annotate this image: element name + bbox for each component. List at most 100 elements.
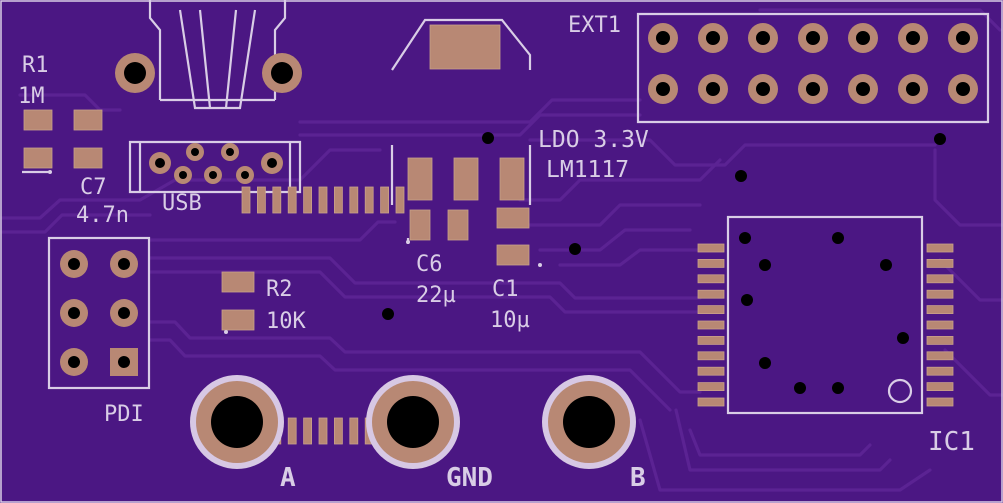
pad-gnd-label: GND: [446, 463, 493, 493]
via-icon: [735, 170, 747, 182]
qfp-pin: [349, 186, 359, 214]
r1-value-label: 1M: [18, 84, 45, 109]
capacitor-c6: C6 22µ: [406, 209, 469, 308]
via-icon: [741, 294, 753, 306]
qfp-pin: [926, 243, 954, 253]
resistor-r1: R1 1M: [18, 53, 103, 131]
c7-value-label: 4.7n: [76, 203, 129, 228]
pdi-label: PDI: [104, 402, 144, 427]
qfp-pin: [318, 417, 328, 445]
ic1-label: IC1: [928, 427, 975, 457]
qfp-pin: [926, 305, 954, 315]
via-icon: [832, 232, 844, 244]
via-icon: [934, 133, 946, 145]
qfp-pin: [697, 258, 725, 268]
qfp-pin: [287, 186, 297, 214]
qfp-pin: [272, 186, 282, 214]
smd-pad-icon: [407, 157, 433, 201]
smd-pad-icon: [453, 157, 479, 201]
pad-a: A: [190, 375, 296, 493]
copper-traces: [0, 8, 1003, 492]
r1-name-label: R1: [22, 53, 49, 78]
ext1-header: EXT1: [568, 12, 990, 124]
qfp-pin: [697, 289, 725, 299]
pad-b-label: B: [630, 463, 646, 493]
qfp-pin: [926, 397, 954, 407]
qfp-pin: [318, 186, 328, 214]
via-icon: [897, 332, 909, 344]
via-icon: [759, 259, 771, 271]
pad-b: B: [542, 375, 646, 493]
ext1-label: EXT1: [568, 13, 621, 38]
qfp-pin: [926, 366, 954, 376]
smd-pad-icon: [496, 244, 530, 266]
resistor-r2: R2 10K: [221, 271, 306, 334]
qfp-pin: [287, 417, 297, 445]
qfp-pin: [697, 397, 725, 407]
c7-name-label: C7: [80, 175, 107, 200]
qfp-pin: [926, 289, 954, 299]
r2-name-label: R2: [266, 277, 293, 302]
smd-pad-icon: [221, 309, 255, 331]
qfp-pin: [241, 186, 251, 214]
qfp-pin: [926, 258, 954, 268]
pad-a-label: A: [280, 463, 296, 493]
ldo-label-line1: LDO 3.3V: [538, 127, 649, 153]
pad-gnd: GND: [366, 375, 493, 493]
smd-pad-icon: [73, 147, 103, 169]
qfp-pin: [303, 186, 313, 214]
smd-pad-icon: [499, 157, 525, 201]
qfp-pin: [697, 274, 725, 284]
header-pin-icon: [60, 250, 138, 376]
via-icon: [880, 259, 892, 271]
qfp-pin: [364, 186, 374, 214]
smd-pad-icon: [23, 147, 53, 169]
qfp-pin: [697, 382, 725, 392]
usb-label: USB: [162, 191, 202, 216]
qfp-pin: [333, 417, 343, 445]
smd-pad-icon: [221, 271, 255, 293]
qfp-pin: [256, 186, 266, 214]
via-icon: [739, 232, 751, 244]
smd-pad-icon: [447, 209, 469, 241]
ldo-regulator: LDO 3.3V LM1117: [390, 18, 649, 205]
smd-pad-icon: [409, 209, 431, 241]
qfp-pin: [697, 351, 725, 361]
qfp-pin: [697, 335, 725, 345]
qfp-pin: [380, 186, 390, 214]
c6-name-label: C6: [416, 252, 443, 277]
c1-value-label: 10µ: [490, 308, 530, 333]
smd-pad-icon: [23, 109, 53, 131]
qfp-pin: [395, 186, 405, 214]
qfp-pin: [926, 274, 954, 284]
usb-connector-icon: [128, 0, 302, 194]
vias: [382, 132, 946, 394]
qfp-pin: [303, 417, 313, 445]
smd-pad-icon: [73, 109, 103, 131]
via-icon: [382, 308, 394, 320]
qfp-pin: [697, 305, 725, 315]
capacitor-c7: C7 4.7n: [22, 147, 129, 228]
header-pin-icon: [648, 23, 978, 104]
via-icon: [832, 382, 844, 394]
c6-value-label: 22µ: [416, 283, 456, 308]
qfp-pin: [697, 243, 725, 253]
capacitor-c1: C1 10µ: [490, 207, 542, 333]
r2-value-label: 10K: [266, 309, 306, 334]
qfp-pin: [926, 382, 954, 392]
c1-name-label: C1: [492, 277, 519, 302]
via-icon: [794, 382, 806, 394]
usb-connector: USB: [115, 0, 302, 216]
usb-pins: [174, 143, 254, 184]
pdi-header: PDI: [47, 236, 151, 427]
qfp-pin: [349, 417, 359, 445]
via-icon: [482, 132, 494, 144]
smd-pad-icon: [429, 24, 501, 70]
qfp-pin: [926, 351, 954, 361]
smd-pad-icon: [496, 207, 530, 229]
qfp-pin: [926, 335, 954, 345]
via-icon: [759, 357, 771, 369]
ldo-label-line2: LM1117: [546, 157, 629, 183]
